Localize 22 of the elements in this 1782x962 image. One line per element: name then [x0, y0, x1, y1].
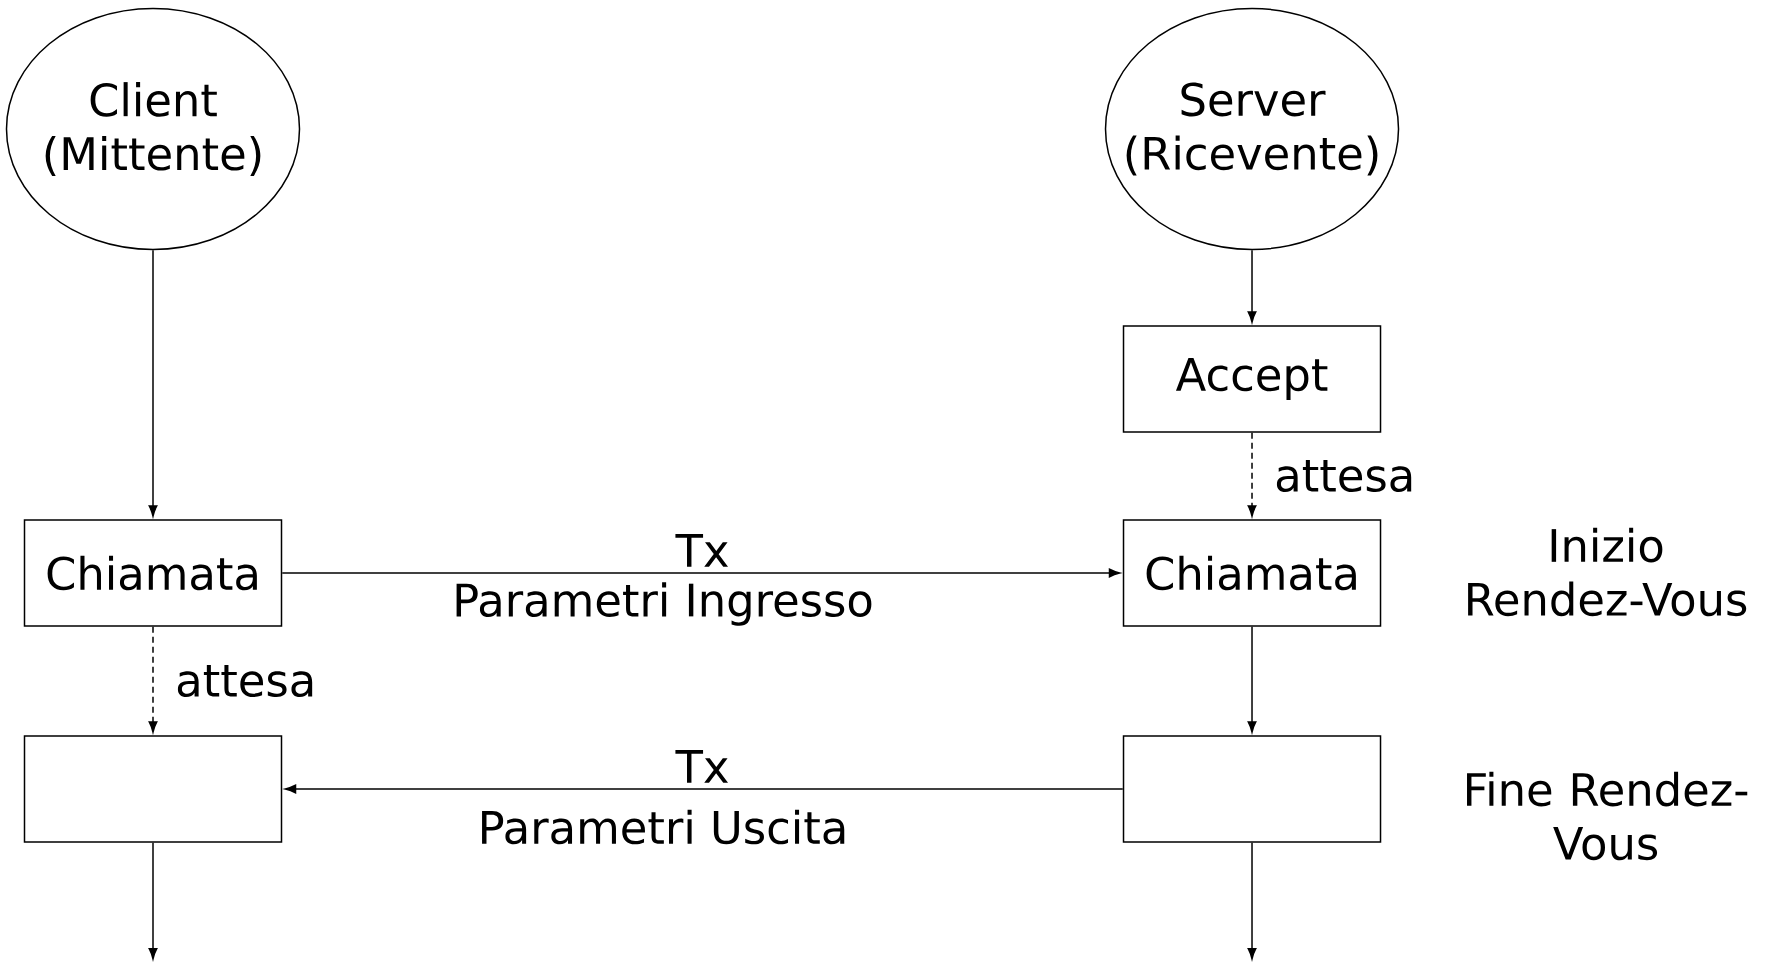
arrow	[281, 568, 1121, 578]
arrow	[1247, 842, 1257, 960]
note-text: Fine Rendez-Vous	[1467, 771, 1748, 861]
process-box: Chiamata	[23, 519, 283, 627]
arrow	[284, 784, 1124, 794]
note-text: Inizio Rendez-Vous	[1468, 527, 1747, 617]
arrow	[148, 842, 158, 960]
note-text: Parametri Ingresso	[456, 582, 872, 626]
arrow	[1247, 432, 1257, 517]
arrow	[148, 249, 158, 517]
arrow	[1247, 626, 1257, 733]
process-box: Chiamata	[1122, 519, 1382, 627]
note-text: Parametri Uscita	[482, 809, 845, 845]
edge-label: attesa	[1272, 457, 1418, 495]
edge-label: attesa	[173, 662, 319, 700]
process-box	[23, 735, 283, 843]
arrow	[1247, 249, 1257, 323]
process-box: Accept	[1122, 325, 1382, 433]
arrow	[148, 626, 158, 733]
edge-label: Tx	[673, 748, 732, 785]
edge-label: Tx	[673, 532, 732, 569]
process-box	[1122, 735, 1382, 843]
